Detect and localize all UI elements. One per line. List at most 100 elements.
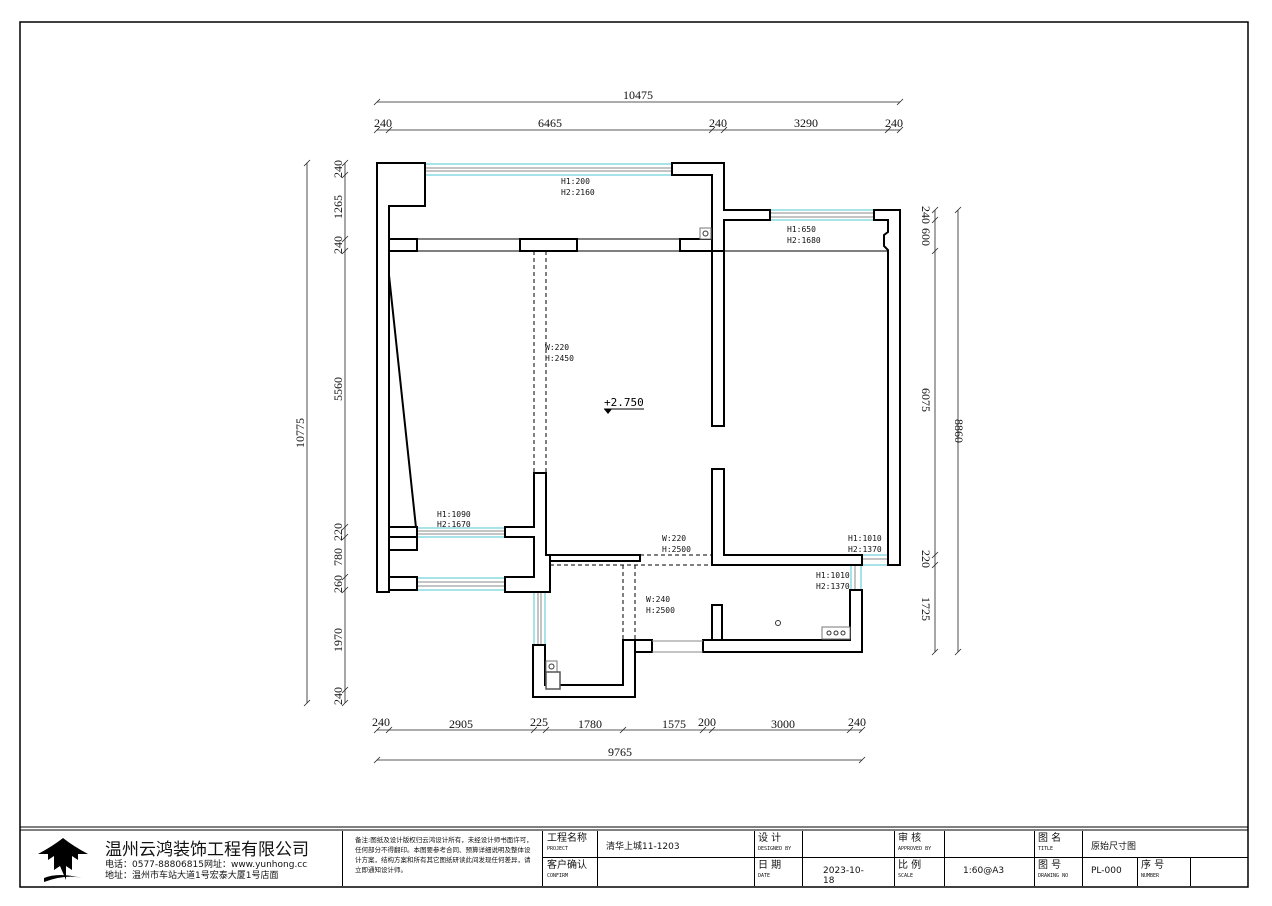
approved-sublabel: APPROVED BY: [898, 846, 932, 852]
dimension-tick: [954, 206, 962, 214]
scale-sublabel: SCALE: [898, 873, 914, 879]
company-phone: 电话：0577-88806815网址：www.yunhong.cc: [105, 860, 308, 870]
svg-text:780: 780: [331, 548, 345, 566]
title-sublabel: TITLE: [1038, 846, 1054, 852]
dimension-tick: [931, 247, 939, 255]
number-label: 序 号: [1141, 860, 1165, 871]
svg-text:1265: 1265: [331, 195, 345, 219]
svg-text:1575: 1575: [662, 717, 686, 731]
svg-text:5560: 5560: [331, 377, 345, 401]
dimension-tick: [341, 171, 349, 179]
date-value: 2023-10-18: [823, 866, 864, 886]
number-sublabel: NUMBER: [1141, 873, 1160, 879]
window-label: H2:1370: [848, 545, 882, 554]
designed-label: 设 计: [758, 833, 782, 844]
dimension-tick: [341, 523, 349, 531]
title-block: 温州云鸿装饰工程有限公司 电话：0577-88806815网址：www.yunh…: [20, 831, 1248, 886]
window-label: H2:2160: [561, 188, 595, 197]
copyright-note: 备注:图纸及设计版权归云鸿设计所有，未经设计师书面许可，任何部分不得翻印。本图要…: [355, 836, 533, 874]
opening-label: H:2500: [646, 606, 675, 615]
dimension-tick: [720, 126, 728, 134]
drawing-no-value: PL-000: [1091, 866, 1122, 876]
dimension-tick: [699, 726, 707, 734]
dimension-tick: [619, 726, 627, 734]
project-label: 工程名称: [547, 833, 587, 844]
dimension-tick: [931, 216, 939, 224]
window-label: H1:1090: [437, 510, 471, 519]
dimension-tick: [373, 126, 381, 134]
svg-text:8860: 8860: [952, 419, 966, 443]
windows: [417, 163, 888, 645]
svg-text:10475: 10475: [623, 88, 653, 102]
svg-text:240: 240: [331, 236, 345, 254]
dimension-tick: [341, 573, 349, 581]
window-label: H2:1680: [787, 236, 821, 245]
dimension-tick: [385, 726, 393, 734]
dimension-tick: [708, 726, 716, 734]
svg-text:240: 240: [709, 116, 727, 130]
dimension-tick: [896, 98, 904, 106]
confirm-sublabel: CONFIRM: [547, 873, 569, 879]
svg-text:1780: 1780: [578, 717, 602, 731]
svg-text:6075: 6075: [919, 388, 933, 412]
window-label: H1:200: [561, 177, 590, 186]
svg-text:240: 240: [885, 116, 903, 130]
svg-text:240: 240: [372, 715, 390, 729]
window-label: H1:650: [787, 225, 816, 234]
svg-text:240: 240: [848, 715, 866, 729]
dimension-tick: [931, 206, 939, 214]
floor-drain-icon: [775, 620, 781, 626]
dimension-tick: [896, 126, 904, 134]
window-label: H2:1370: [816, 582, 850, 591]
opening-label: H:2500: [662, 545, 691, 554]
company-address: 地址：温州市车站大道1号宏泰大厦1号店面: [105, 871, 279, 881]
dimension-tick: [373, 726, 381, 734]
drawing-no-label: 图 号: [1038, 860, 1062, 871]
svg-text:1725: 1725: [919, 597, 933, 621]
dimension-tick: [341, 686, 349, 694]
designed-sublabel: DESIGNED BY: [758, 846, 792, 852]
svg-text:240: 240: [331, 160, 345, 178]
svg-text:225: 225: [530, 715, 548, 729]
dimension-tick: [530, 726, 538, 734]
date-label: 日 期: [758, 860, 782, 871]
dimension-tick: [931, 648, 939, 656]
svg-text:240: 240: [374, 116, 392, 130]
approved-label: 审 核: [898, 833, 922, 844]
pipe-icon: [699, 227, 712, 240]
dimension-tick: [385, 126, 393, 134]
svg-text:240: 240: [919, 206, 933, 224]
dimension-tick: [341, 533, 349, 541]
dimension-tick: [858, 756, 866, 764]
confirm-label: 客户确认: [547, 860, 587, 871]
sheet-border: [19, 21, 1249, 888]
dimension-tick: [341, 159, 349, 167]
stove-icon: [821, 626, 851, 640]
svg-text:260: 260: [331, 575, 345, 593]
opening-label: H:2450: [545, 354, 574, 363]
dimension-tick: [858, 726, 866, 734]
title-label: 图 名: [1038, 833, 1062, 844]
dimension-tick: [542, 726, 550, 734]
dimension-tick: [341, 247, 349, 255]
dimension-tick: [341, 699, 349, 707]
toilet-icon: [545, 671, 561, 690]
dimension-tick: [341, 235, 349, 243]
svg-text:1970: 1970: [331, 628, 345, 652]
dimension-tick: [303, 159, 311, 167]
dimension-tick: [341, 586, 349, 594]
dimension-tick: [303, 699, 311, 707]
walls: [375, 162, 901, 698]
dimension-tick: [931, 561, 939, 569]
scale-value: 1:60@A3: [963, 866, 1005, 876]
dimension-tick: [373, 98, 381, 106]
svg-text:220: 220: [331, 523, 345, 541]
drawing-title: 原始尺寸图: [1091, 842, 1137, 852]
company-logo: [38, 838, 88, 882]
svg-text:240: 240: [331, 687, 345, 705]
dimension-tick: [708, 126, 716, 134]
svg-text:200: 200: [698, 715, 716, 729]
window-label: H2:1670: [437, 520, 471, 529]
svg-text:10775: 10775: [293, 418, 307, 448]
svg-text:3290: 3290: [794, 116, 818, 130]
